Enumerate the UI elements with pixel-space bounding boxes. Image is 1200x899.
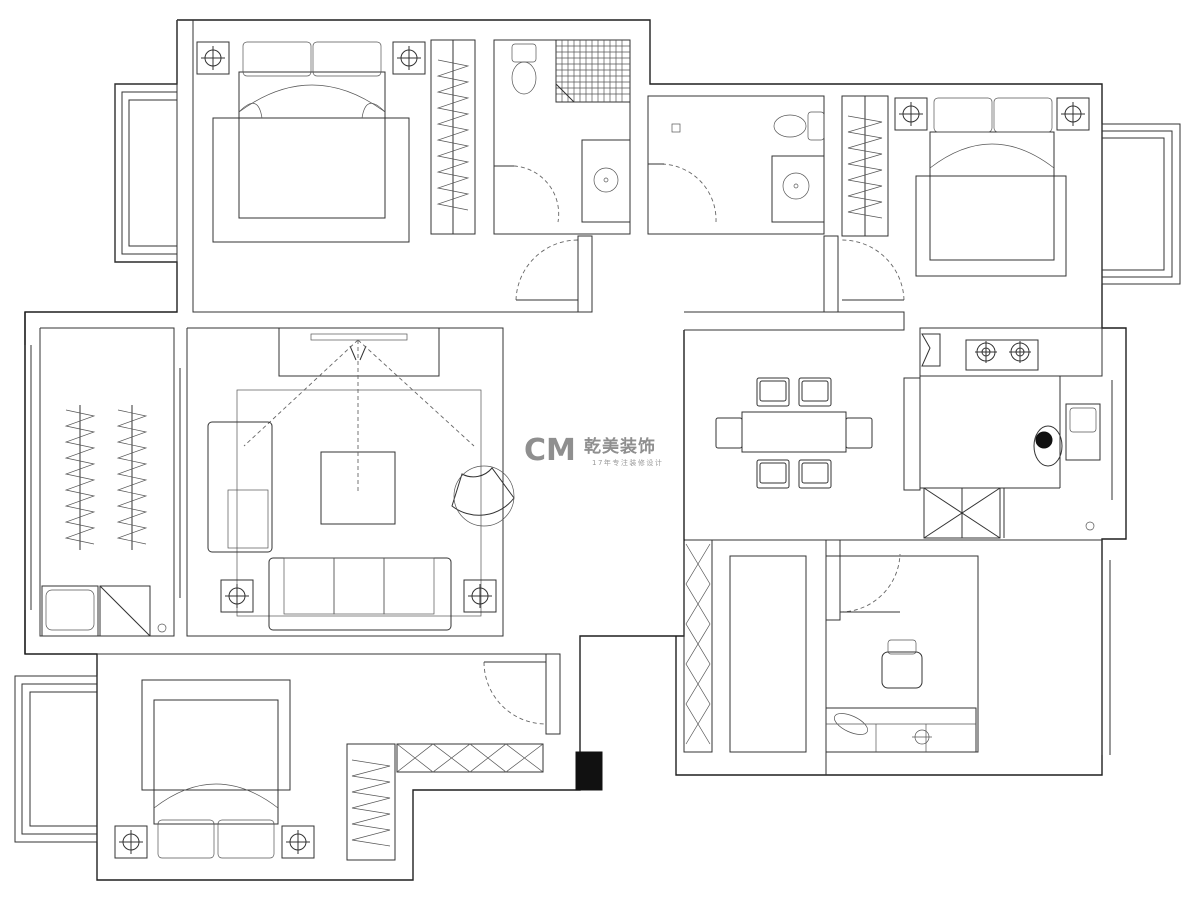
window-west [24, 345, 181, 610]
study [683, 539, 979, 775]
dining-table [715, 377, 873, 489]
sofa-main [268, 557, 452, 631]
second-bathroom [647, 95, 825, 235]
south-door [483, 653, 603, 791]
wardrobe-master [430, 39, 476, 235]
south-bed [141, 679, 291, 859]
master-bed [212, 41, 410, 243]
person-at-sink-icon [1033, 425, 1063, 467]
south-wardrobe [346, 743, 544, 861]
sofa-side [207, 421, 273, 553]
logo-mark: CM [524, 433, 576, 468]
west-storage-racks [41, 405, 167, 637]
bay-window-east [1101, 123, 1181, 285]
company-tagline: 17年专注装修设计 [592, 458, 663, 467]
window-east-lower [1101, 380, 1113, 755]
kitchen [903, 327, 1103, 539]
bay-window-south [14, 675, 98, 843]
master-bathroom [493, 39, 631, 235]
east-wardrobe [841, 95, 889, 237]
company-name: 乾美装饰 [584, 436, 656, 457]
lounge-chair [451, 465, 515, 527]
living-rug [236, 339, 482, 617]
company-watermark-logo: CM 乾美装饰 17年专注装修设计 [524, 433, 663, 468]
tv-cabinet [278, 327, 440, 377]
east-bed [915, 97, 1067, 277]
bay-window-master [114, 83, 178, 263]
